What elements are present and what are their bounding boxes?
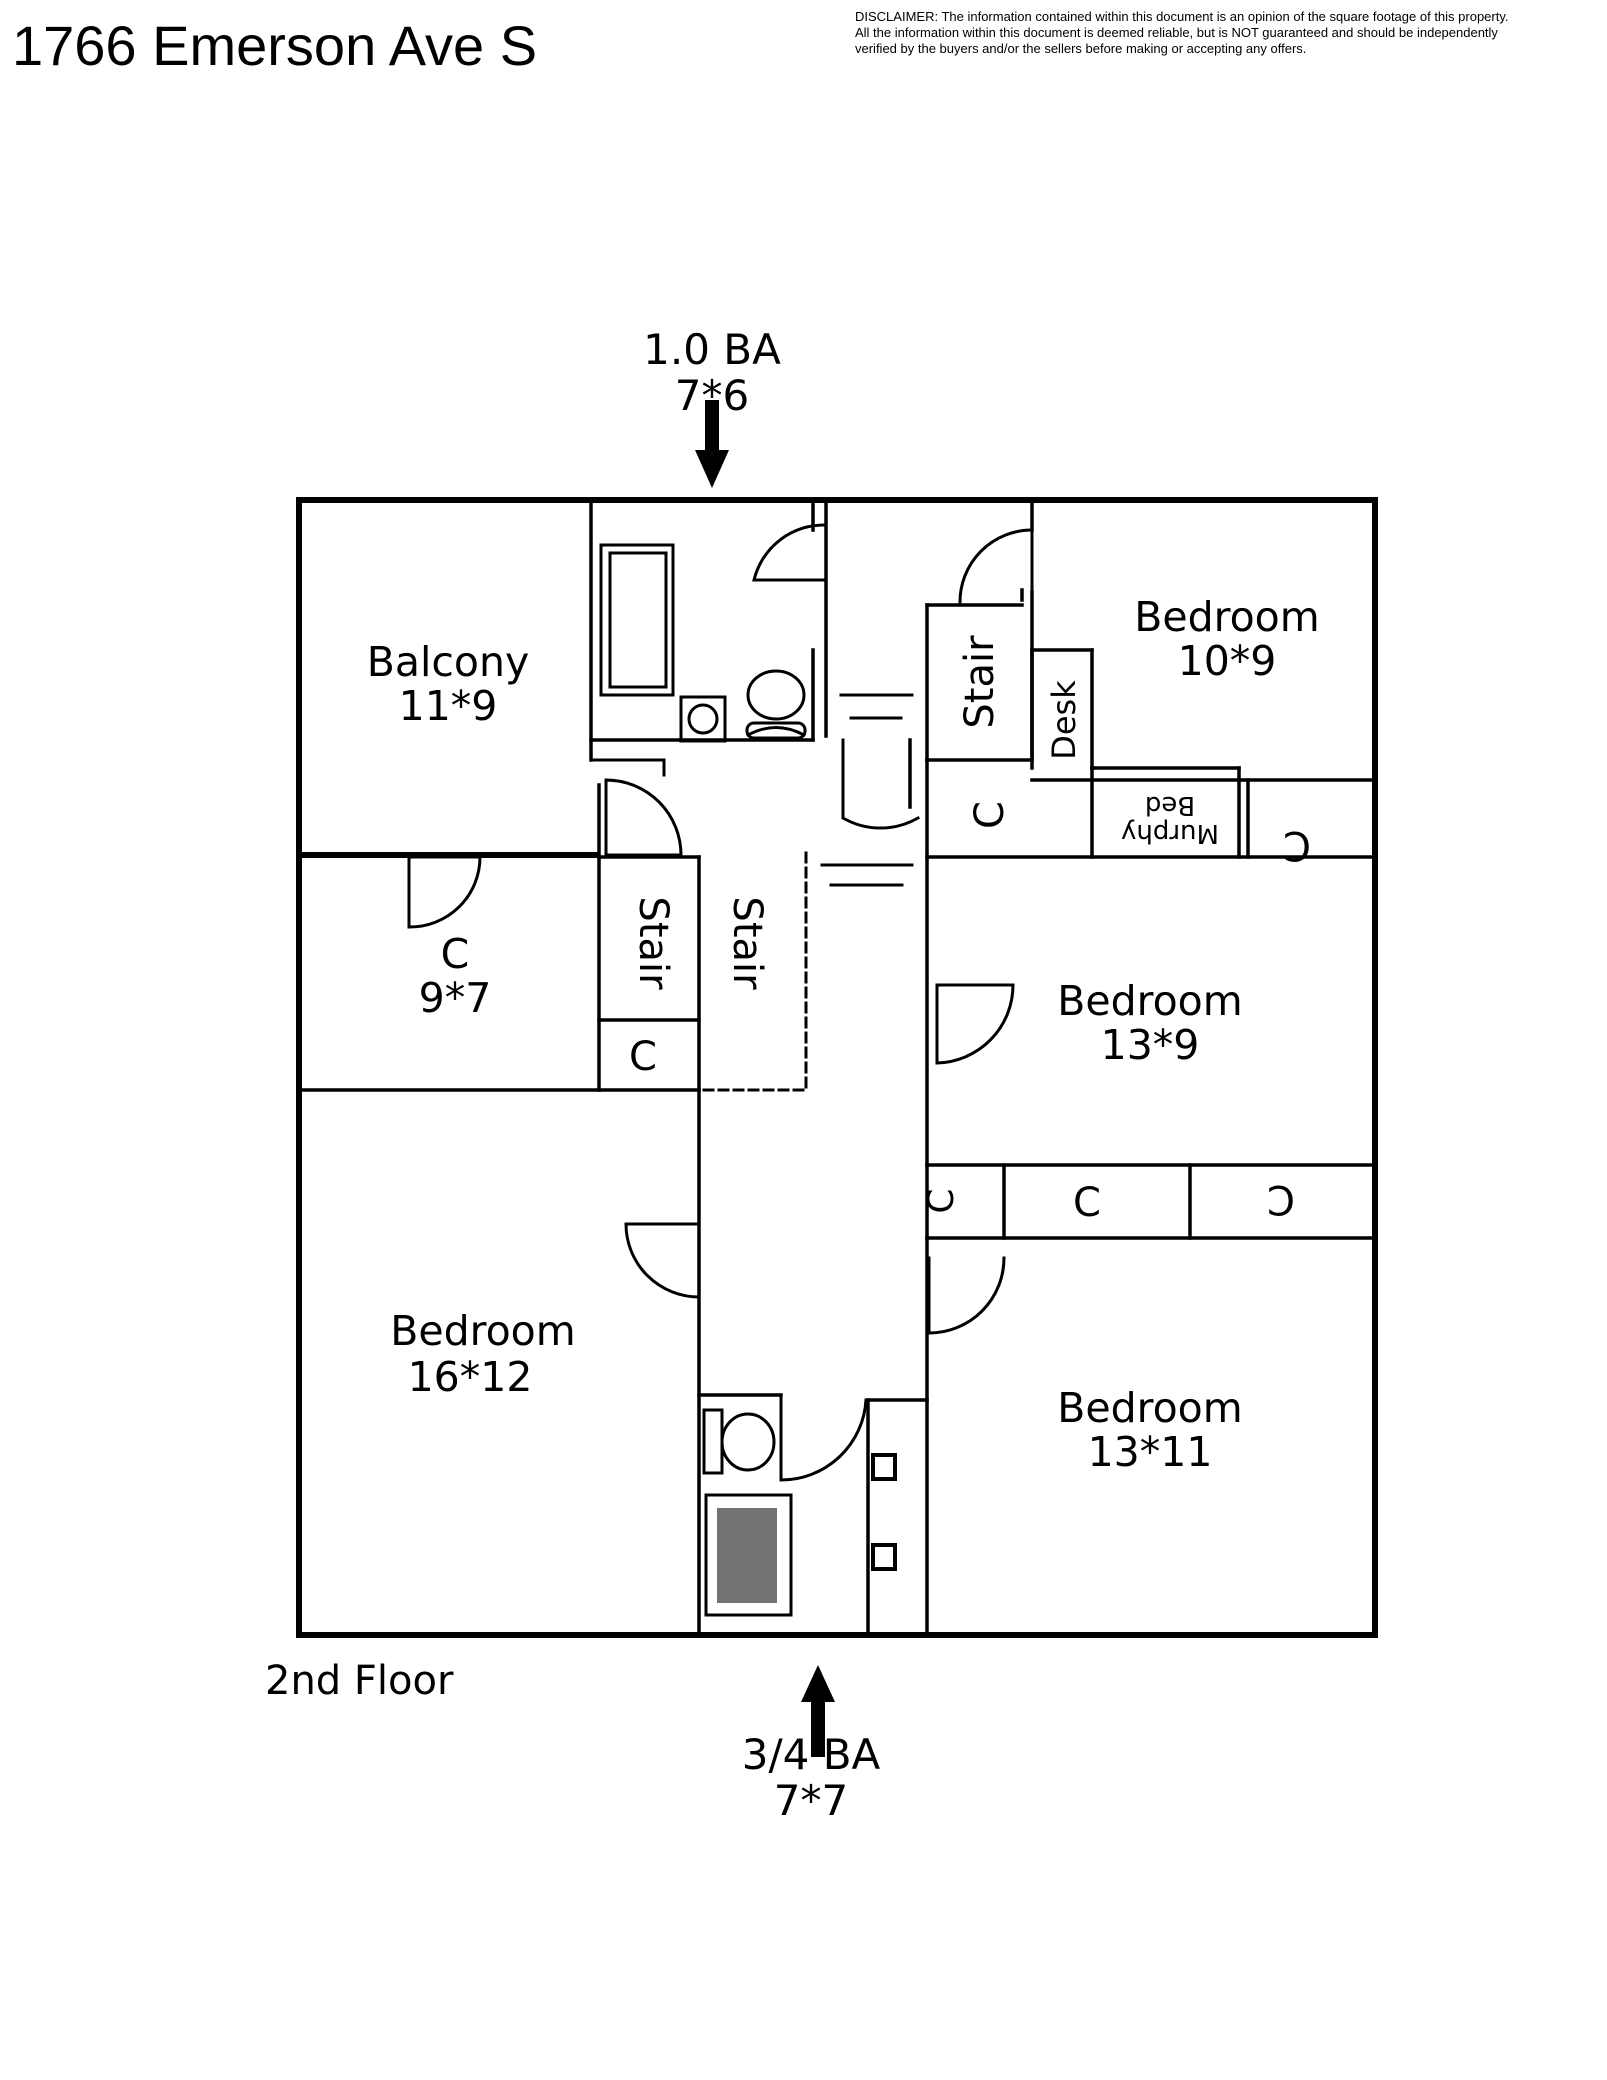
bottom-bath-name: 3/4 BA [742, 1730, 881, 1779]
toilet-bottom-tank [702, 1408, 724, 1475]
page-title: 1766 Emerson Ave S [12, 14, 538, 77]
arrow-down-icon [695, 400, 729, 488]
bathtub [599, 543, 675, 697]
disclaimer-line: All the information within this document… [855, 25, 1498, 40]
room-size: 16*12 [408, 1353, 533, 1401]
closet-label: C [1283, 822, 1311, 868]
sink-top-bowl [687, 703, 719, 735]
arrow-up-icon [801, 1665, 835, 1757]
stair-label: Stair [630, 896, 676, 990]
toilet-top-bowl [746, 669, 806, 721]
disclaimer-line: DISCLAIMER: The information contained wi… [855, 9, 1509, 24]
room-size: 13*11 [1088, 1428, 1213, 1476]
room-name: Bedroom [390, 1307, 575, 1355]
disclaimer-line: verified by the buyers and/or the seller… [855, 41, 1307, 56]
disclaimer: DISCLAIMER: The information contained wi… [855, 9, 1600, 57]
stair-label: Stair [957, 635, 1003, 729]
murphy-bed-label: Murphy [1121, 818, 1219, 848]
sink-top [679, 695, 727, 743]
closet-label: C [921, 1188, 962, 1213]
closet-label: C [629, 1034, 657, 1080]
vanity-sink [871, 1543, 897, 1571]
stair-label: Stair [724, 896, 770, 990]
vanity-sink [871, 1453, 897, 1481]
room-name: Bedroom [1134, 593, 1319, 641]
doors [407, 523, 1034, 1482]
room-size: 10*9 [1178, 637, 1277, 685]
toilet-top-base [745, 721, 807, 740]
balcony-door-notch [589, 758, 666, 777]
toilet-bottom-bowl [720, 1412, 776, 1472]
room-size: 11*9 [399, 682, 498, 730]
room-size: 13*9 [1101, 1021, 1200, 1069]
room-name: Balcony [367, 638, 530, 686]
closet-label: C [1073, 1180, 1101, 1226]
bottom-bath-size: 7*7 [774, 1776, 848, 1825]
closet-label: C [1267, 1176, 1295, 1222]
room-name: Bedroom [1057, 1384, 1242, 1432]
closet-label: C [967, 801, 1013, 829]
top-bath-size: 7*6 [675, 371, 749, 420]
top-bath-name: 1.0 BA [643, 325, 781, 374]
room-name: C [441, 930, 470, 978]
room-size: 9*7 [419, 974, 492, 1022]
shower [704, 1493, 793, 1617]
shower-drain-area [717, 1508, 777, 1603]
bathtub-inner [608, 551, 668, 689]
room-name: Bedroom [1057, 977, 1242, 1025]
floor-label: 2nd Floor [265, 1658, 454, 1704]
stair-dashed-line [697, 851, 808, 1092]
murphy-bed-label: Bed [1145, 790, 1195, 820]
toilet-top-tank [745, 726, 807, 738]
exterior-wall [296, 497, 1378, 1638]
desk-label: Desk [1045, 680, 1083, 760]
